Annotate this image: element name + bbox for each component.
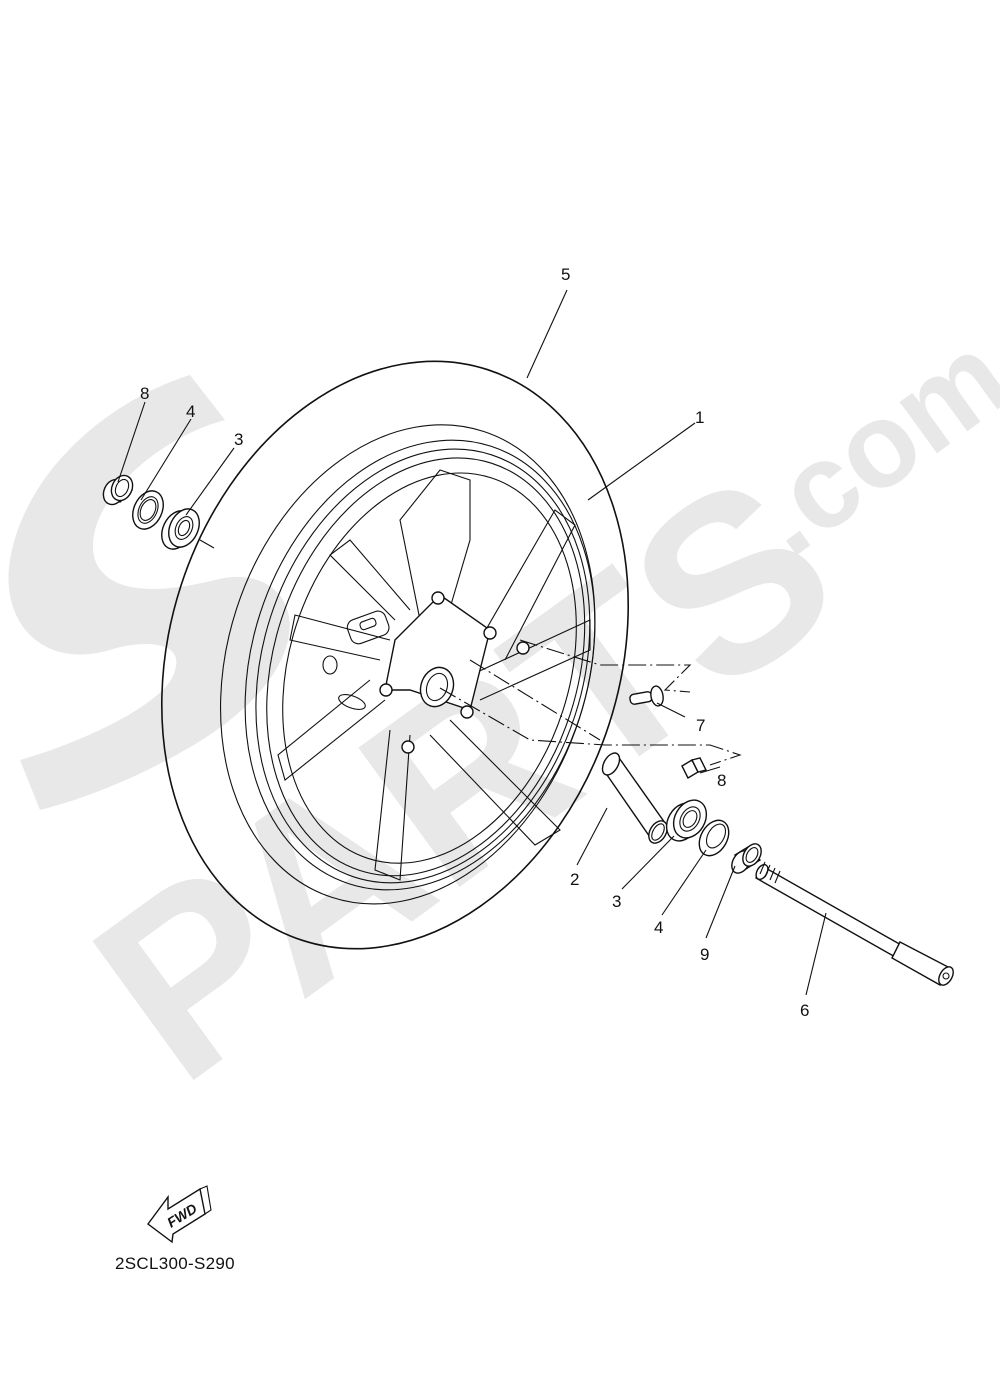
watermark-s	[8, 375, 290, 810]
callout-3-right: 3	[612, 892, 621, 911]
right-bearing-3	[665, 799, 708, 842]
callout-3-left: 3	[234, 430, 243, 449]
fwd-arrow-icon: FWD	[147, 1185, 212, 1244]
callout-labels: 5 1 8 4 3 7 8 2 3 4 9 6	[140, 265, 809, 1020]
wheel-spokes	[277, 469, 591, 881]
right-collar-8	[731, 843, 762, 874]
callout-9: 6	[800, 1001, 809, 1020]
balance-weight-7	[681, 757, 708, 779]
watermark: PARTS .com	[8, 308, 1000, 1133]
callout-5: 5	[561, 265, 570, 284]
left-collar-8	[102, 474, 134, 506]
callout-7: 8	[717, 771, 726, 790]
axle-9	[755, 861, 954, 986]
left-oil-seal-4	[132, 490, 164, 530]
leader-lines	[117, 289, 827, 996]
callout-2: 2	[570, 870, 579, 889]
callout-6: 7	[696, 716, 705, 735]
left-axis-line	[199, 539, 215, 549]
spacer-2	[601, 752, 668, 844]
right-oil-seal-4	[698, 819, 730, 857]
diagram-code: 2SCL300-S290	[115, 1254, 235, 1273]
callout-4-left: 4	[186, 402, 195, 421]
callout-8-right: 9	[700, 945, 709, 964]
wheel-hub	[379, 591, 530, 754]
wheel-rim	[244, 439, 596, 891]
callout-1: 1	[695, 408, 704, 427]
callout-4-right: 4	[654, 918, 663, 937]
left-bearing-3	[161, 508, 200, 550]
valve-6	[629, 685, 664, 707]
callout-8-left: 8	[140, 384, 149, 403]
